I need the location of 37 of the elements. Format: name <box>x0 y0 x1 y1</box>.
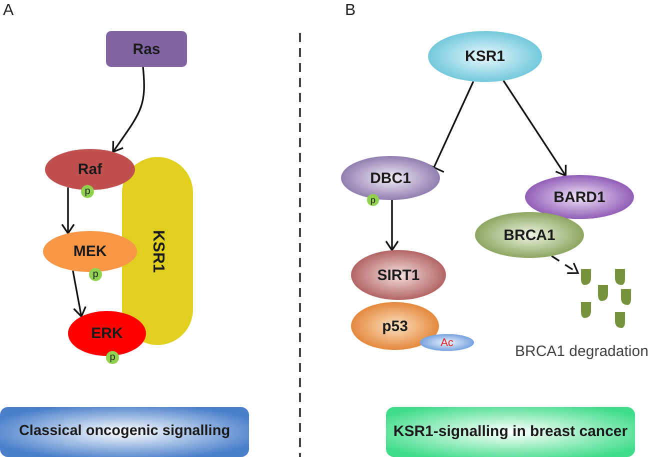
phospho-circle <box>106 351 119 364</box>
phospho-label: p <box>92 270 98 280</box>
protein-label: KSR1 <box>464 48 505 65</box>
protein-label: p53 <box>382 318 408 334</box>
panel-letter: B <box>345 2 356 20</box>
caption-text: BRCA1 degradation <box>515 343 648 360</box>
acetyl-ellipse <box>420 334 474 351</box>
protein-label: Raf <box>78 161 102 178</box>
protein-label: Ras <box>132 40 160 58</box>
protein-label: KSR1 <box>148 230 166 272</box>
arrow <box>72 270 86 318</box>
arrow <box>61 187 75 234</box>
phospho-label: p <box>110 352 116 362</box>
protein-ellipse <box>351 302 439 350</box>
banner-title: KSR1-signalling in breast cancer <box>392 422 629 442</box>
protein-label: BRCA1 <box>504 226 556 244</box>
panel-banner <box>386 407 635 457</box>
protein-label: ERK <box>91 325 123 342</box>
phospho-label: p <box>84 186 90 196</box>
arrow <box>112 66 145 153</box>
phospho-circle <box>81 185 94 198</box>
phospho-label: p <box>370 196 376 204</box>
phospho-circle <box>367 194 379 206</box>
protein-label: SIRT1 <box>377 266 420 284</box>
arrow <box>385 200 399 252</box>
protein-label: BARD1 <box>554 188 606 206</box>
banner-title: Classical oncogenic signalling <box>18 422 232 442</box>
protein-label: Ac <box>440 336 454 348</box>
arrow <box>551 255 579 274</box>
protein-box <box>106 31 187 67</box>
panel-banner <box>0 407 249 457</box>
scaffold-bar <box>122 157 193 345</box>
protein-label: MEK <box>73 243 107 260</box>
panel-letter: A <box>3 2 14 20</box>
phospho-circle <box>89 268 102 281</box>
protein-label: DBC1 <box>370 170 411 186</box>
arrow <box>502 80 567 177</box>
